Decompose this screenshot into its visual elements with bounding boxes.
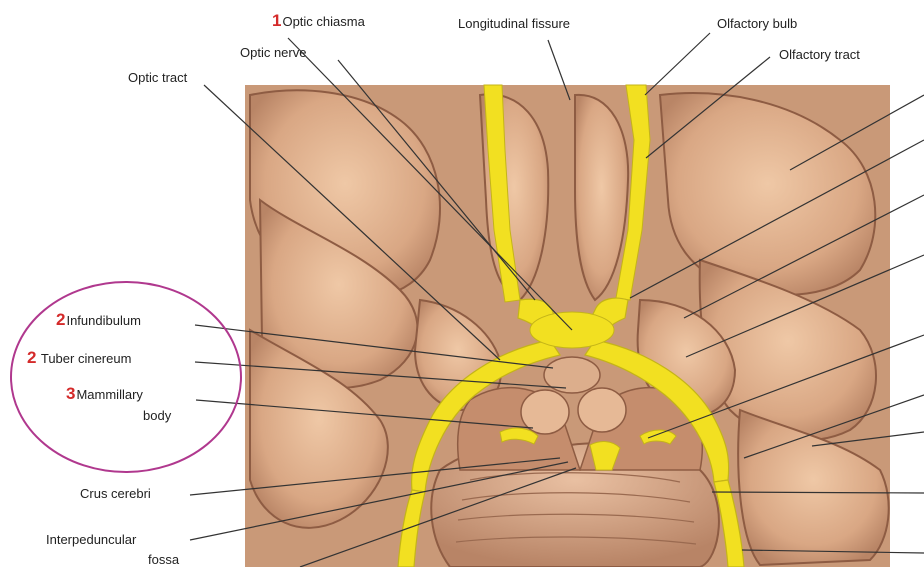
mammillary-body-right	[578, 388, 626, 432]
label-tuber-cinereum: 2 Tuber cinereum	[27, 350, 131, 366]
label-interpeduncular-fossa: Interpeduncular	[46, 532, 136, 547]
label-mammillary-body: 3Mammillary	[66, 386, 143, 402]
label-crus-cerebri: Crus cerebri	[80, 486, 151, 501]
label-olfactory-bulb: Olfactory bulb	[717, 16, 797, 31]
label-infundibulum: 2Infundibulum	[56, 312, 141, 328]
label-optic-tract: Optic tract	[128, 70, 187, 85]
label-olfactory-tract: Olfactory tract	[779, 47, 860, 62]
label-optic-chiasma: 1Optic chiasma	[272, 13, 365, 29]
label-longitudinal-fissure: Longitudinal fissure	[458, 16, 570, 31]
label-optic-nerve: Optic nerve	[240, 45, 306, 60]
label-interpeduncular-fossa-line2: fossa	[148, 552, 179, 567]
label-mammillary-body-line2: body	[143, 408, 171, 423]
highlight-circle	[11, 282, 241, 472]
